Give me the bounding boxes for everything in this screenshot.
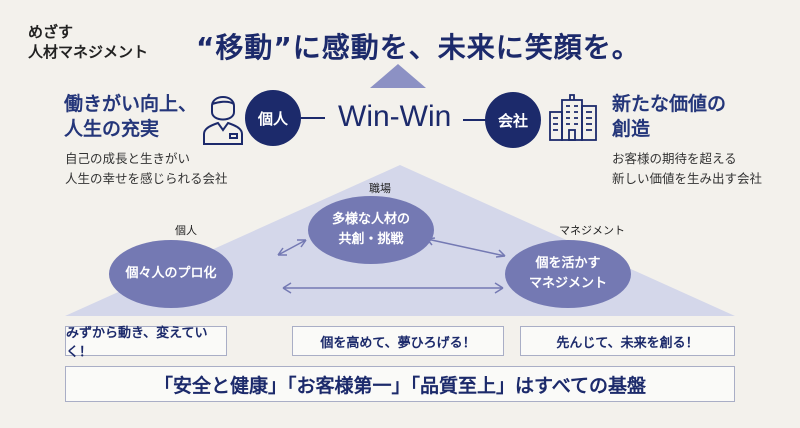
foundation-box: 「安全と健康」「お客様第一」「品質至上」はすべての基盤 <box>65 366 735 402</box>
professional-ellipse: 個々人のプロ化 <box>109 240 233 308</box>
left-heading-line1: 働きがい向上、 <box>64 93 198 115</box>
connector-line-right <box>463 119 487 121</box>
slogan-box: 個を高めて、夢ひろげる！ <box>292 326 504 356</box>
left-heading-line2: 人生の充実 <box>64 118 160 140</box>
left-description: 自己の成長と生きがい 人生の幸せを感じられる会社 <box>65 149 228 189</box>
workplace-label: 職場 <box>369 182 391 195</box>
diverse-talent-ellipse: 多様な人材の 共創・挑戦 <box>308 196 434 264</box>
tagline-line1: めざす <box>28 23 74 41</box>
ellipse-text: 個を活かす <box>535 256 601 271</box>
left-description-line1: 自己の成長と生きがい <box>65 151 191 166</box>
building-icon <box>549 94 597 141</box>
ellipse-text: マネジメント <box>528 276 607 291</box>
company-circle: 会社 <box>485 92 541 148</box>
left-description-line2: 人生の幸せを感じられる会社 <box>65 171 228 186</box>
right-description-line1: お客様の期待を超える <box>612 151 737 166</box>
management-ellipse: 個を活かす マネジメント <box>505 240 631 308</box>
right-heading: 新たな価値の 創造 <box>612 92 726 142</box>
management-label: マネジメント <box>559 224 625 237</box>
tagline: めざす 人材マネジメント <box>28 22 148 62</box>
page-title: “移動”に感動を、未来に笑顔を。 <box>196 31 641 64</box>
ellipse-text: 個々人のプロ化 <box>125 266 217 281</box>
person-icon <box>203 96 243 145</box>
ellipse-text: 多様な人材の <box>331 212 410 227</box>
individual-label: 個人 <box>175 224 197 237</box>
right-heading-line1: 新たな価値の <box>612 93 727 115</box>
up-arrow-triangle <box>370 64 426 88</box>
win-win-label: Win-Win <box>338 100 452 133</box>
connector-line-left <box>301 117 325 119</box>
right-heading-line2: 創造 <box>612 118 651 140</box>
tagline-line2: 人材マネジメント <box>28 43 149 61</box>
left-heading: 働きがい向上、 人生の充実 <box>64 92 197 142</box>
right-description: お客様の期待を超える 新しい価値を生み出す会社 <box>612 149 762 189</box>
slogan-box: 先んじて、未来を創る！ <box>520 326 735 356</box>
individual-circle: 個人 <box>245 90 301 146</box>
slogan-box: みずから動き、変えていく！ <box>65 326 227 360</box>
ellipse-text: 共創・挑戦 <box>338 232 404 247</box>
right-description-line2: 新しい価値を生み出す会社 <box>612 171 763 186</box>
